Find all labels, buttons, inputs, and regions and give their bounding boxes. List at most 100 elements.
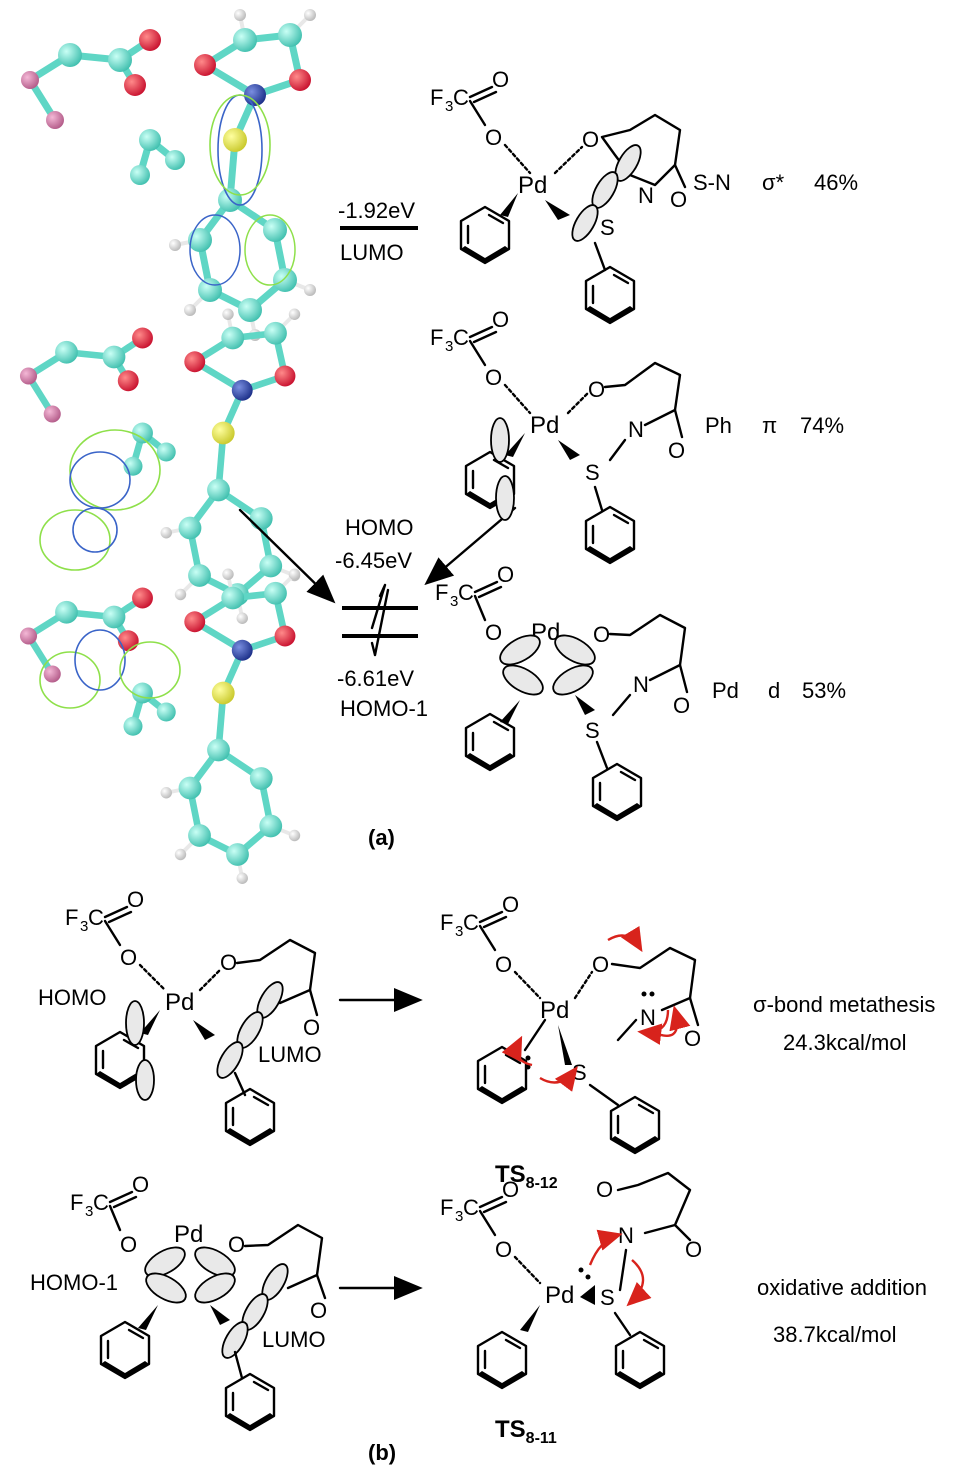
- svg-text:Pd: Pd: [174, 1221, 203, 1248]
- svg-text:3: 3: [455, 923, 463, 940]
- row1-bond: S-N: [693, 170, 731, 195]
- lumo-label: LUMO: [340, 240, 404, 265]
- svg-text:O: O: [485, 620, 502, 645]
- svg-text:3: 3: [445, 338, 453, 355]
- svg-text:F: F: [435, 580, 448, 605]
- svg-text:O: O: [495, 1237, 512, 1262]
- svg-text:C: C: [453, 325, 469, 350]
- structure-homo-1: F 3 C O O Pd O O N S: [435, 562, 690, 822]
- row3-type: d: [768, 678, 780, 703]
- ts-8-12-label: TS8-12: [495, 1161, 558, 1192]
- svg-text:3: 3: [85, 1203, 93, 1220]
- svg-text:O: O: [588, 377, 605, 402]
- r2-mechanism: oxidative addition: [757, 1275, 927, 1300]
- svg-text:O: O: [127, 887, 144, 912]
- svg-text:3: 3: [445, 98, 453, 115]
- svg-text:C: C: [463, 910, 479, 935]
- svg-text:C: C: [463, 1195, 479, 1220]
- ts-8-11-label: TS8-11: [495, 1416, 557, 1447]
- svg-text:N: N: [618, 1223, 634, 1248]
- row2-percent: 74%: [800, 413, 844, 438]
- lumo-energy: -1.92eV: [338, 198, 415, 223]
- svg-text:O: O: [492, 67, 509, 92]
- r2-homo-1-label: HOMO-1: [30, 1270, 118, 1295]
- arrow-right: [424, 506, 517, 586]
- svg-text:O: O: [310, 1298, 327, 1323]
- svg-text:S: S: [600, 215, 615, 240]
- homo-1-label: HOMO-1: [340, 696, 428, 721]
- svg-text:O: O: [495, 952, 512, 977]
- structure-lumo: F 3 C O O Pd O O N S: [430, 67, 687, 325]
- panel-b-label: (b): [368, 1440, 396, 1465]
- svg-text:O: O: [670, 187, 687, 212]
- r2-energy: 38.7kcal/mol: [773, 1322, 897, 1347]
- row2-type: π: [762, 413, 777, 438]
- spin-down-arrow: [370, 588, 390, 657]
- row2-bond: Ph: [705, 413, 732, 438]
- homo-model: [20, 309, 300, 624]
- svg-text:O: O: [596, 1177, 613, 1202]
- reactant-2: F 3 C O O Pd O O: [70, 1172, 327, 1432]
- homo-label: HOMO: [345, 515, 413, 540]
- lumo-model: [21, 9, 316, 341]
- svg-text:O: O: [485, 125, 502, 150]
- svg-text:N: N: [640, 1005, 656, 1030]
- svg-text:3: 3: [455, 1208, 463, 1225]
- svg-text:O: O: [120, 945, 137, 970]
- svg-text:S: S: [600, 1285, 615, 1310]
- svg-text:O: O: [492, 307, 509, 332]
- arrow-left: [238, 508, 336, 604]
- svg-text:Pd: Pd: [165, 989, 194, 1016]
- r2-lumo-label: LUMO: [262, 1327, 326, 1352]
- svg-text:Pd: Pd: [530, 412, 559, 439]
- svg-text:O: O: [582, 127, 599, 152]
- svg-text:C: C: [453, 85, 469, 110]
- svg-text:S: S: [585, 718, 600, 743]
- svg-text:O: O: [673, 693, 690, 718]
- homo-energy: -6.45eV: [335, 548, 412, 573]
- row3-bond: Pd: [712, 678, 739, 703]
- r1-energy: 24.3kcal/mol: [783, 1030, 907, 1055]
- spin-up-arrow: [370, 583, 387, 630]
- svg-text:F: F: [65, 905, 78, 930]
- svg-text:F: F: [430, 325, 443, 350]
- svg-text:Pd: Pd: [545, 1282, 574, 1309]
- svg-text:F: F: [440, 910, 453, 935]
- svg-text:F: F: [430, 85, 443, 110]
- svg-text:3: 3: [80, 918, 88, 935]
- svg-text:O: O: [502, 1177, 519, 1202]
- homo-1-model: [20, 569, 300, 884]
- svg-text:F: F: [70, 1190, 83, 1215]
- svg-text:O: O: [497, 562, 514, 587]
- svg-text:F: F: [440, 1195, 453, 1220]
- reactant-1: F 3 C O O Pd O O: [65, 887, 320, 1147]
- svg-text:O: O: [502, 892, 519, 917]
- svg-text:S: S: [585, 460, 600, 485]
- svg-text:O: O: [220, 950, 237, 975]
- svg-text:O: O: [684, 1026, 701, 1051]
- svg-text:N: N: [628, 417, 644, 442]
- svg-text:N: N: [633, 672, 649, 697]
- svg-text:O: O: [685, 1237, 702, 1262]
- row1-percent: 46%: [814, 170, 858, 195]
- row1-type: σ*: [762, 170, 785, 195]
- r1-lumo-label: LUMO: [258, 1042, 322, 1067]
- svg-text:C: C: [93, 1190, 109, 1215]
- svg-text:C: C: [458, 580, 474, 605]
- panel-a-label: (a): [368, 825, 395, 850]
- svg-text:O: O: [485, 365, 502, 390]
- row3-percent: 53%: [802, 678, 846, 703]
- svg-text:3: 3: [450, 593, 458, 610]
- svg-text:O: O: [303, 1015, 320, 1040]
- svg-text:O: O: [592, 952, 609, 977]
- ts-8-11-structure: F 3 C O O Pd O O N S: [440, 1171, 702, 1390]
- homo-1-energy: -6.61eV: [337, 666, 414, 691]
- svg-text:O: O: [120, 1232, 137, 1257]
- svg-text:O: O: [668, 438, 685, 463]
- svg-text:O: O: [132, 1172, 149, 1197]
- svg-text:Pd: Pd: [518, 172, 547, 199]
- r1-homo-label: HOMO: [38, 985, 106, 1010]
- ts-8-12-structure: F 3 C O O Pd O O N S: [440, 892, 701, 1155]
